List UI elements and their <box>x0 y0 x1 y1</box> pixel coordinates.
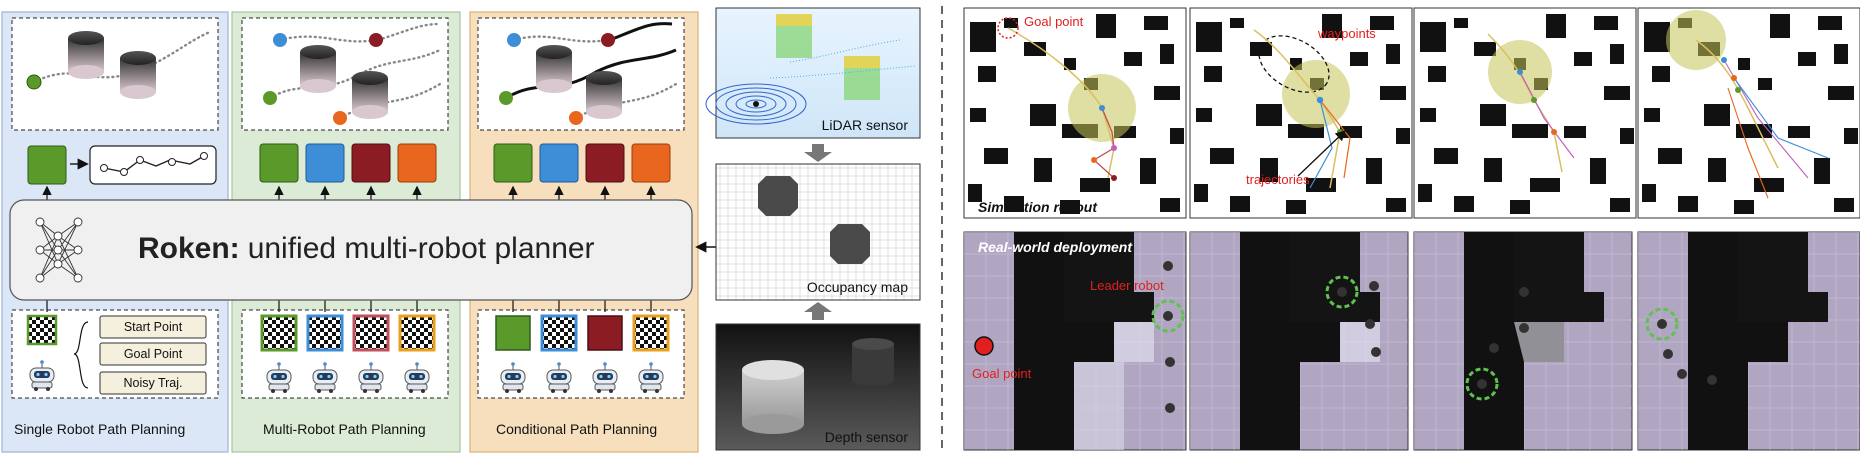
occupancy-map-panel: Occupancy map <box>715 163 921 301</box>
simulation-label: Simulation rollout <box>978 199 1098 215</box>
legend-noisy-traj: Noisy Traj. <box>99 371 207 395</box>
planner-name: Roken: <box>138 232 240 265</box>
goal-point-label: Goal point <box>1024 14 1084 29</box>
arrow-down-icon <box>804 144 832 162</box>
obstacle-cylinder <box>120 51 156 99</box>
panel-title-single: Single Robot Path Planning <box>14 421 185 437</box>
panel-title-conditional: Conditional Path Planning <box>496 421 657 437</box>
sim-frame-3 <box>1413 7 1637 219</box>
lidar-panel: LiDAR sensor <box>705 7 921 139</box>
real-frame-2 <box>1189 231 1409 451</box>
arrow-up-icon <box>804 302 832 320</box>
svg-text:Goal Point: Goal Point <box>124 347 183 361</box>
output-token-red <box>351 143 391 183</box>
lidar-label: LiDAR sensor <box>822 117 909 133</box>
output-token-orange <box>397 143 437 183</box>
depth-label: Depth sensor <box>825 429 909 445</box>
noisy-trajectory <box>32 30 212 84</box>
goal-marker <box>974 336 994 356</box>
svg-text:Noisy Traj.: Noisy Traj. <box>123 376 182 390</box>
depth-sensor-panel: Depth sensor <box>715 323 921 451</box>
real-world-label: Real-world deployment <box>978 239 1133 255</box>
trajectories-label: trajectories <box>1246 172 1310 187</box>
real-world-row: Real-world deployment Goal point Leader … <box>963 231 1860 451</box>
sim-frame-1: Goal point Simulation rollout <box>963 7 1187 219</box>
svg-text:Start Point: Start Point <box>124 320 183 334</box>
waypoints-label: waypoints <box>1317 26 1376 41</box>
real-frame-3 <box>1413 231 1633 451</box>
output-token-blue <box>539 143 579 183</box>
real-frame-1: Real-world deployment Goal point Leader … <box>963 231 1187 451</box>
output-token-green <box>259 143 299 183</box>
leader-robot-label: Leader robot <box>1090 278 1164 293</box>
planner-subtitle: unified multi-robot planner <box>248 232 595 265</box>
output-token-green <box>493 143 533 183</box>
output-token-orange <box>631 143 671 183</box>
legend-goal-point: Goal Point <box>99 342 207 366</box>
neural-network-icon <box>35 217 83 283</box>
sim-frame-2: waypoints trajectories <box>1189 7 1413 219</box>
planner-title: Roken:unified multi-robot planner <box>138 232 595 265</box>
goal-point-label: Goal point <box>972 366 1032 381</box>
occupancy-label: Occupancy map <box>807 279 908 295</box>
occupied-cell-cluster <box>830 224 870 264</box>
output-token-blue <box>305 143 345 183</box>
simulation-rollout-row: Goal point Simulation rollout waypoints … <box>963 7 1860 219</box>
real-frame-4 <box>1637 231 1860 451</box>
panel-title-multi: Multi-Robot Path Planning <box>263 421 426 437</box>
occupied-cell-cluster <box>758 176 798 216</box>
start-point-icon <box>26 74 42 90</box>
output-token-red <box>585 143 625 183</box>
obstacle-cylinder <box>68 31 104 79</box>
output-token-green <box>27 145 67 185</box>
unified-planner-block: Roken:unified multi-robot planner <box>9 199 693 301</box>
legend-start-point: Start Point <box>99 315 207 339</box>
sim-frame-4 <box>1637 7 1860 219</box>
noisy-input-token <box>26 314 58 346</box>
